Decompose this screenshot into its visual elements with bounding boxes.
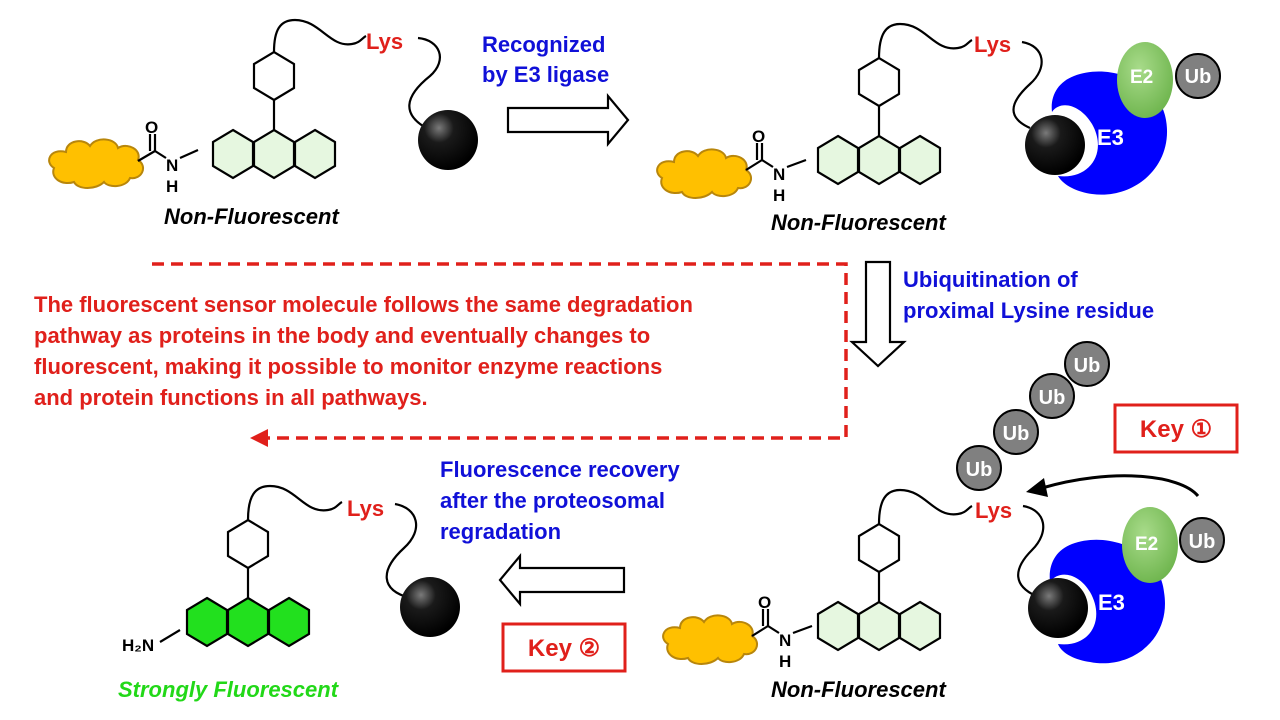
arrow2-label-line1: Ubiquitination of: [903, 267, 1078, 292]
step3-state-label: Non-Fluorescent: [771, 677, 947, 702]
ub-chain-label: Ub: [966, 459, 993, 481]
amide-nitrogen-label: N: [779, 631, 791, 650]
dashed-arrow-head-icon: [250, 429, 268, 447]
cyclohexane-ring: [857, 56, 901, 108]
e2-label: E2: [1135, 534, 1158, 555]
lys-label: Lys: [975, 498, 1012, 523]
e2-label: E2: [1130, 67, 1153, 88]
e3-label: E3: [1097, 125, 1124, 150]
peptide-chain: [272, 18, 367, 53]
payload-cloud-icon: [656, 148, 753, 199]
amide-group: [137, 134, 199, 162]
key1-label: Key ①: [1140, 416, 1212, 443]
amine-bond: [159, 629, 181, 643]
arrow3-label-line3: regradation: [440, 519, 561, 544]
key2-label: Key ②: [528, 635, 600, 662]
degron-ball-icon: [1028, 578, 1088, 638]
anthracene-core: [816, 600, 942, 652]
amide-oxygen-label: O: [758, 593, 771, 612]
amide-nitrogen-label: N: [166, 156, 178, 175]
arrow1-label-line1: Recognized: [482, 32, 605, 57]
ub-chain-label: Ub: [1003, 423, 1030, 445]
arrow3-label-line2: after the proteosomal: [440, 488, 665, 513]
cyclohexane-ring: [252, 50, 296, 102]
ubiquitin-icon: [956, 445, 1002, 491]
amide-oxygen-label: O: [752, 127, 765, 146]
ub-transfer-arrowhead-icon: [1026, 478, 1048, 497]
step1-state-label: Non-Fluorescent: [164, 204, 340, 229]
tail-chain: [385, 502, 418, 600]
ubiquitin-icon: [1175, 53, 1221, 99]
arrow3-label-line1: Fluorescence recovery: [440, 457, 680, 482]
ub-label: Ub: [1189, 531, 1216, 553]
lys-label: Lys: [366, 29, 403, 54]
anthracene-core: [211, 128, 337, 180]
cyclohexane-ring: [857, 522, 901, 574]
amine-label: H₂N: [122, 636, 154, 655]
amide-hydrogen-label: H: [773, 186, 785, 205]
payload-cloud-icon: [48, 138, 145, 189]
step3-molecule: O N H Lys E3 E2 Ub Non-Fluorescent: [662, 488, 1225, 702]
step2-molecule: O N H Lys E3 E2 Ub Non-Fluorescent: [656, 22, 1221, 235]
tail-chain: [1017, 504, 1045, 598]
description-line3: fluorescent, making it possible to monit…: [34, 354, 662, 379]
anthracene-core: [816, 134, 942, 186]
ub-chain-label: Ub: [1074, 355, 1101, 377]
e3-label: E3: [1098, 590, 1125, 615]
ubiquitin-chain: Ub Ub Ub Ub: [956, 341, 1110, 491]
cyclohexane-ring: [226, 518, 270, 570]
anthracene-core-fluorescent: [185, 596, 311, 648]
amide-hydrogen-label: H: [779, 652, 791, 671]
degron-ball-icon: [1025, 115, 1085, 175]
arrow-left-icon: [498, 552, 626, 608]
peptide-chain: [877, 22, 973, 59]
ubiquitin-icon: [1029, 373, 1075, 419]
ubiquitin-icon: [1064, 341, 1110, 387]
lys-label: Lys: [974, 32, 1011, 57]
description-block: The fluorescent sensor molecule follows …: [34, 292, 693, 410]
peptide-chain: [246, 484, 343, 521]
key1-box: Key ①: [1113, 403, 1239, 454]
e2-enzyme-shape: [1117, 42, 1173, 118]
tail-chain: [1012, 40, 1043, 130]
tail-chain: [408, 36, 441, 131]
ub-transfer-arrow: [1041, 474, 1200, 498]
arrow-down-icon: [849, 260, 907, 368]
key2-box: Key ②: [501, 622, 627, 673]
step4-molecule: H₂N Lys Strongly Fluorescent: [118, 484, 460, 702]
lys-label: Lys: [347, 496, 384, 521]
dashed-return-arrow: [152, 262, 848, 440]
step1-molecule: O N H Lys Non-Fluorescent: [48, 18, 478, 229]
ubiquitin-icon: [1179, 517, 1225, 563]
payload-cloud-icon: [662, 614, 759, 665]
description-line1: The fluorescent sensor molecule follows …: [34, 292, 693, 317]
arrow-right-icon: [506, 92, 630, 148]
amide-oxygen-label: O: [145, 118, 158, 137]
amide-group: [751, 609, 813, 637]
ub-chain-label: Ub: [1039, 387, 1066, 409]
arrow2-label-line2: proximal Lysine residue: [903, 298, 1154, 323]
e2-enzyme-shape: [1122, 507, 1178, 583]
peptide-chain: [877, 488, 973, 525]
amide-nitrogen-label: N: [773, 165, 785, 184]
ub-label: Ub: [1185, 66, 1212, 88]
degron-ball-icon: [400, 577, 460, 637]
ubiquitin-icon: [993, 409, 1039, 455]
amide-group: [745, 143, 807, 171]
degron-ball-icon: [418, 110, 478, 170]
arrow1-label-line2: by E3 ligase: [482, 62, 609, 87]
amide-hydrogen-label: H: [166, 177, 178, 196]
description-line4: and protein functions in all pathways.: [34, 385, 428, 410]
step4-state-label: Strongly Fluorescent: [118, 677, 340, 702]
step2-state-label: Non-Fluorescent: [771, 210, 947, 235]
description-line2: pathway as proteins in the body and even…: [34, 323, 650, 348]
